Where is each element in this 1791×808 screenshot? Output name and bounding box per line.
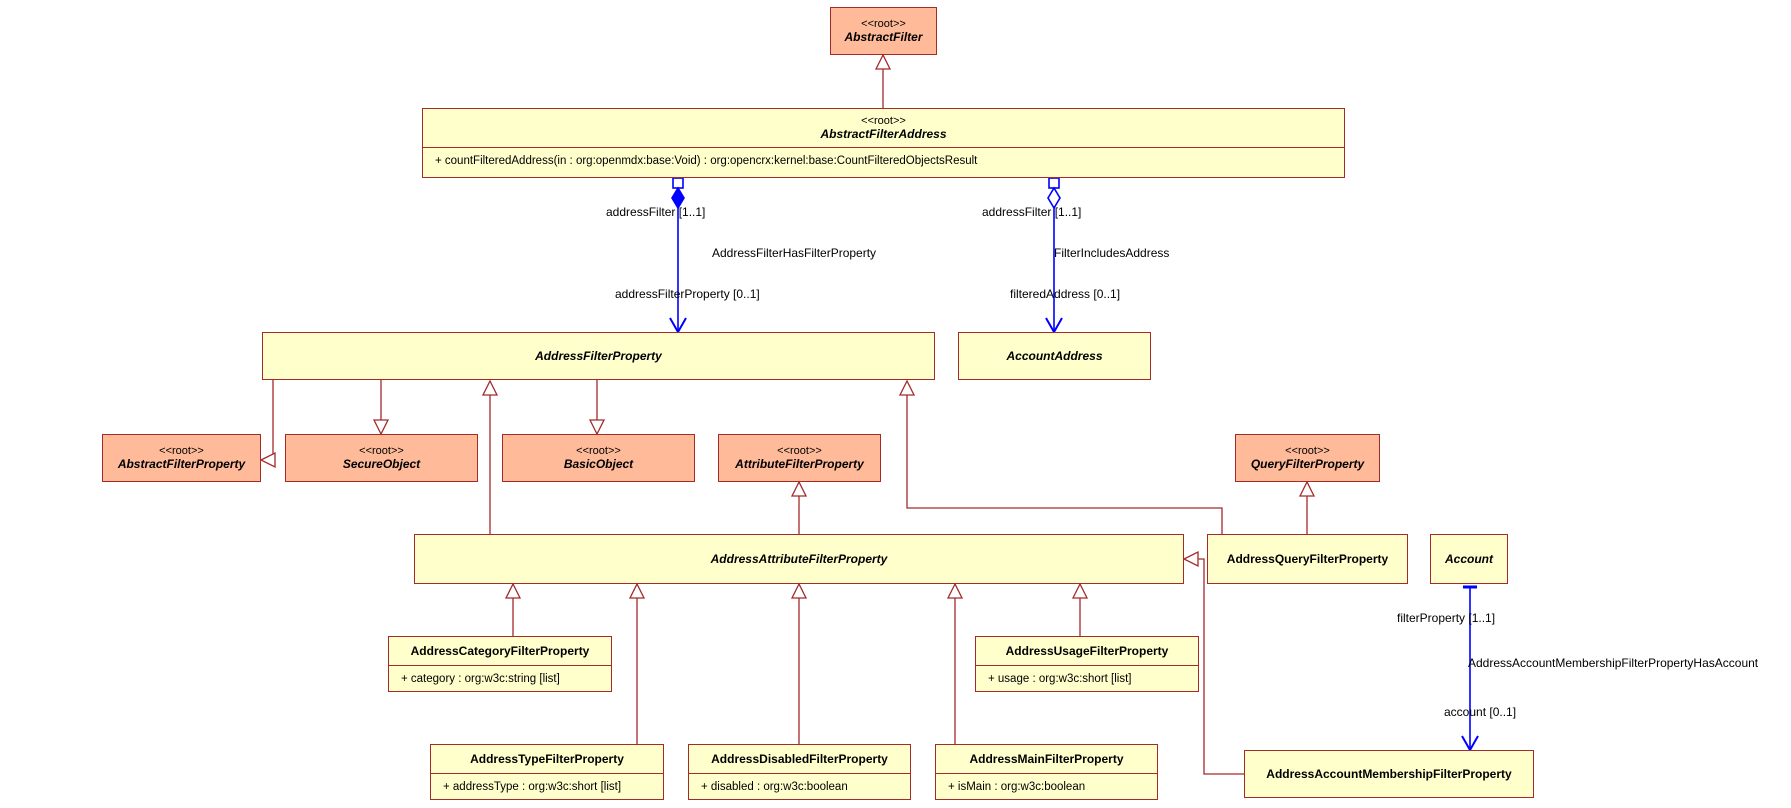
class-address-usage-filter-property[interactable]: AddressUsageFilterProperty + usage : org… (975, 636, 1199, 692)
attribute: + addressType : org:w3c:short [list] (431, 773, 663, 800)
generalization-query-to-addressfilterproperty (906, 381, 1223, 534)
class-address-disabled-filter-property[interactable]: AddressDisabledFilterProperty + disabled… (688, 744, 911, 800)
gen-arrow-queryfilterproperty (1298, 480, 1316, 497)
gen-arrow-attributefilterproperty (790, 480, 808, 497)
attribute: + isMain : org:w3c:boolean (936, 773, 1157, 800)
role-filtered-address: filteredAddress [0..1] (1010, 287, 1121, 301)
class-name: AbstractFilterAddress (820, 127, 947, 141)
class-name: QueryFilterProperty (1250, 457, 1365, 471)
role-account: account [0..1] (1444, 705, 1517, 719)
class-name: SecureObject (342, 457, 421, 471)
class-name: AddressTypeFilterProperty (470, 752, 624, 766)
role-address-filter-2: addressFilter [1..1] (982, 205, 1082, 219)
class-address-attribute-filter-property[interactable]: AddressAttributeFilterProperty (414, 534, 1184, 584)
class-secure-object[interactable]: <<root>> SecureObject (285, 434, 478, 482)
class-name: AbstractFilterProperty (117, 457, 246, 471)
class-account[interactable]: Account (1430, 534, 1508, 584)
class-name: AddressCategoryFilterProperty (410, 644, 590, 658)
attribute: + category : org:w3c:string [list] (389, 665, 611, 692)
class-name: AddressUsageFilterProperty (1005, 644, 1169, 658)
gen-arrow-abstractfilter (874, 53, 892, 70)
class-address-category-filter-property[interactable]: AddressCategoryFilterProperty + category… (388, 636, 612, 692)
operation: + countFilteredAddress(in : org:openmdx:… (423, 147, 1344, 174)
class-query-filter-property[interactable]: <<root>> QueryFilterProperty (1235, 434, 1380, 482)
stereotype: <<root>> (861, 18, 906, 30)
class-address-account-membership-filter-property[interactable]: AddressAccountMembershipFilterProperty (1244, 750, 1534, 798)
class-name: AddressAttributeFilterProperty (710, 552, 888, 566)
stereotype: <<root>> (159, 445, 204, 457)
class-attribute-filter-property[interactable]: <<root>> AttributeFilterProperty (718, 434, 881, 482)
stereotype: <<root>> (777, 445, 822, 457)
class-account-address[interactable]: AccountAddress (958, 332, 1151, 380)
role-address-filter-property: addressFilterProperty [0..1] (615, 287, 760, 301)
class-address-main-filter-property[interactable]: AddressMainFilterProperty + isMain : org… (935, 744, 1158, 800)
generalization-to-abstractfilterproperty (262, 380, 274, 461)
gen-arrow-addressfilterproperty-2 (898, 379, 916, 396)
stereotype: <<root>> (861, 115, 906, 127)
class-abstract-filter-property[interactable]: <<root>> AbstractFilterProperty (102, 434, 261, 482)
role-filter-property: filterProperty [1..1] (1397, 611, 1496, 625)
class-name: AddressFilterProperty (535, 349, 662, 363)
role-address-filter-1: addressFilter [1..1] (606, 205, 706, 219)
class-name: Account (1445, 552, 1493, 566)
association-name-filter-property: AddressFilterHasFilterProperty (712, 246, 877, 260)
class-name: AddressMainFilterProperty (969, 752, 1124, 766)
class-abstract-filter[interactable]: <<root>> AbstractFilter (830, 7, 937, 55)
stereotype: <<root>> (1285, 445, 1330, 457)
stereotype: <<root>> (576, 445, 621, 457)
class-name: AddressDisabledFilterProperty (711, 752, 888, 766)
class-name: AbstractFilter (844, 30, 923, 44)
association-name-includes-address: FilterIncludesAddress (1054, 246, 1170, 260)
association-name-membership-account: AddressAccountMembershipFilterPropertyHa… (1468, 656, 1759, 670)
gen-arrow-abstractfilterproperty (259, 451, 276, 469)
attribute: + disabled : org:w3c:boolean (689, 773, 910, 800)
class-name: BasicObject (563, 457, 634, 471)
gen-arrow-secureobject (372, 419, 390, 436)
class-address-query-filter-property[interactable]: AddressQueryFilterProperty (1207, 534, 1408, 584)
class-name: AttributeFilterProperty (735, 457, 864, 471)
gen-arrow-basicobject (588, 419, 606, 436)
stereotype: <<root>> (359, 445, 404, 457)
class-abstract-filter-address[interactable]: <<root>> AbstractFilterAddress + countFi… (422, 108, 1345, 178)
class-name: AddressAccountMembershipFilterProperty (1266, 767, 1512, 781)
class-name: AccountAddress (1006, 349, 1103, 363)
class-address-type-filter-property[interactable]: AddressTypeFilterProperty + addressType … (430, 744, 664, 800)
class-address-filter-property[interactable]: AddressFilterProperty (262, 332, 935, 380)
attribute: + usage : org:w3c:short [list] (976, 665, 1198, 692)
gen-arrow-addressfilterproperty-1 (481, 379, 499, 396)
class-name: AddressQueryFilterProperty (1226, 552, 1389, 566)
class-basic-object[interactable]: <<root>> BasicObject (502, 434, 695, 482)
